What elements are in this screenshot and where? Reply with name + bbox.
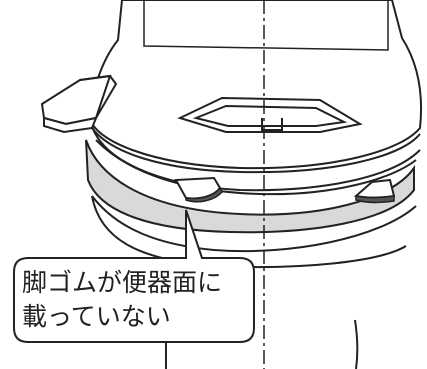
bowl-rim-band bbox=[85, 139, 415, 234]
callout-line-2: 載っていない bbox=[22, 302, 171, 331]
callout-line-1: 脚ゴムが便器面に bbox=[22, 268, 222, 297]
seat-lid-edge bbox=[91, 127, 421, 174]
top-panel-outline bbox=[143, 0, 389, 51]
leg-rubber-left bbox=[174, 176, 223, 203]
callout-bubble: 脚ゴムが便器面に 載っていない bbox=[13, 209, 255, 343]
lever-handle-icon bbox=[177, 96, 363, 133]
side-handle-left bbox=[40, 74, 118, 134]
seat-underside bbox=[89, 117, 421, 196]
seat-lid bbox=[88, 0, 423, 170]
callout-text: 脚ゴムが便器面に 載っていない bbox=[22, 268, 230, 331]
leg-rubber-right bbox=[353, 178, 396, 204]
